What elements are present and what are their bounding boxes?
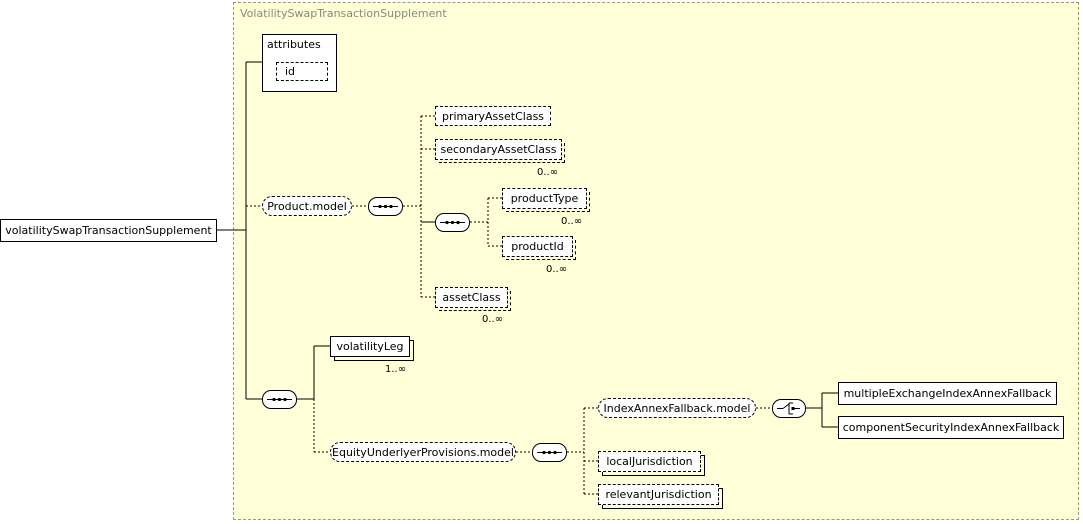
element-component-security-index-annex-fallback[interactable]: componentSecurityIndexAnnexFallback	[838, 416, 1064, 439]
inner-sequence-compositor-icon	[435, 213, 470, 232]
element-primary-asset-class[interactable]: primaryAssetClass	[435, 106, 551, 126]
element-product-type[interactable]: productType	[502, 188, 590, 212]
choice-compositor-icon	[772, 399, 806, 418]
product-model-group[interactable]: Product.model	[262, 196, 352, 216]
element-relevant-jurisdiction[interactable]: relevantJurisdiction	[598, 484, 719, 505]
lower-sequence-compositor-icon	[262, 390, 297, 409]
element-local-jurisdiction[interactable]: localJurisdiction	[598, 451, 701, 472]
cardinality-product-type: 0..∞	[561, 216, 583, 227]
root-element[interactable]: volatilitySwapTransactionSupplement	[0, 219, 217, 242]
attribute-id[interactable]: id	[276, 62, 328, 81]
attributes-box: attributes id	[262, 34, 337, 92]
element-volatility-leg[interactable]: volatilityLeg	[330, 336, 410, 357]
cardinality-secondary-asset-class: 0..∞	[537, 167, 559, 178]
equity-underlyer-provisions-model-group[interactable]: EquityUnderlyerProvisions.model	[330, 442, 516, 462]
type-container: VolatilitySwapTransactionSupplement	[233, 2, 1079, 520]
index-annex-fallback-model-group[interactable]: IndexAnnexFallback.model	[598, 398, 756, 418]
cardinality-volatility-leg: 1..∞	[385, 364, 407, 375]
type-container-title: VolatilitySwapTransactionSupplement	[240, 7, 447, 20]
element-secondary-asset-class[interactable]: secondaryAssetClass	[435, 139, 565, 163]
attributes-label: attributes	[267, 38, 321, 51]
sequence-compositor-icon	[368, 197, 403, 216]
element-asset-class[interactable]: assetClass	[435, 287, 511, 311]
equity-sequence-compositor-icon	[532, 443, 567, 462]
cardinality-asset-class: 0..∞	[482, 314, 504, 325]
element-product-id[interactable]: productId	[502, 236, 576, 260]
element-multiple-exchange-index-annex-fallback[interactable]: multipleExchangeIndexAnnexFallback	[838, 382, 1057, 405]
cardinality-product-id: 0..∞	[546, 264, 568, 275]
